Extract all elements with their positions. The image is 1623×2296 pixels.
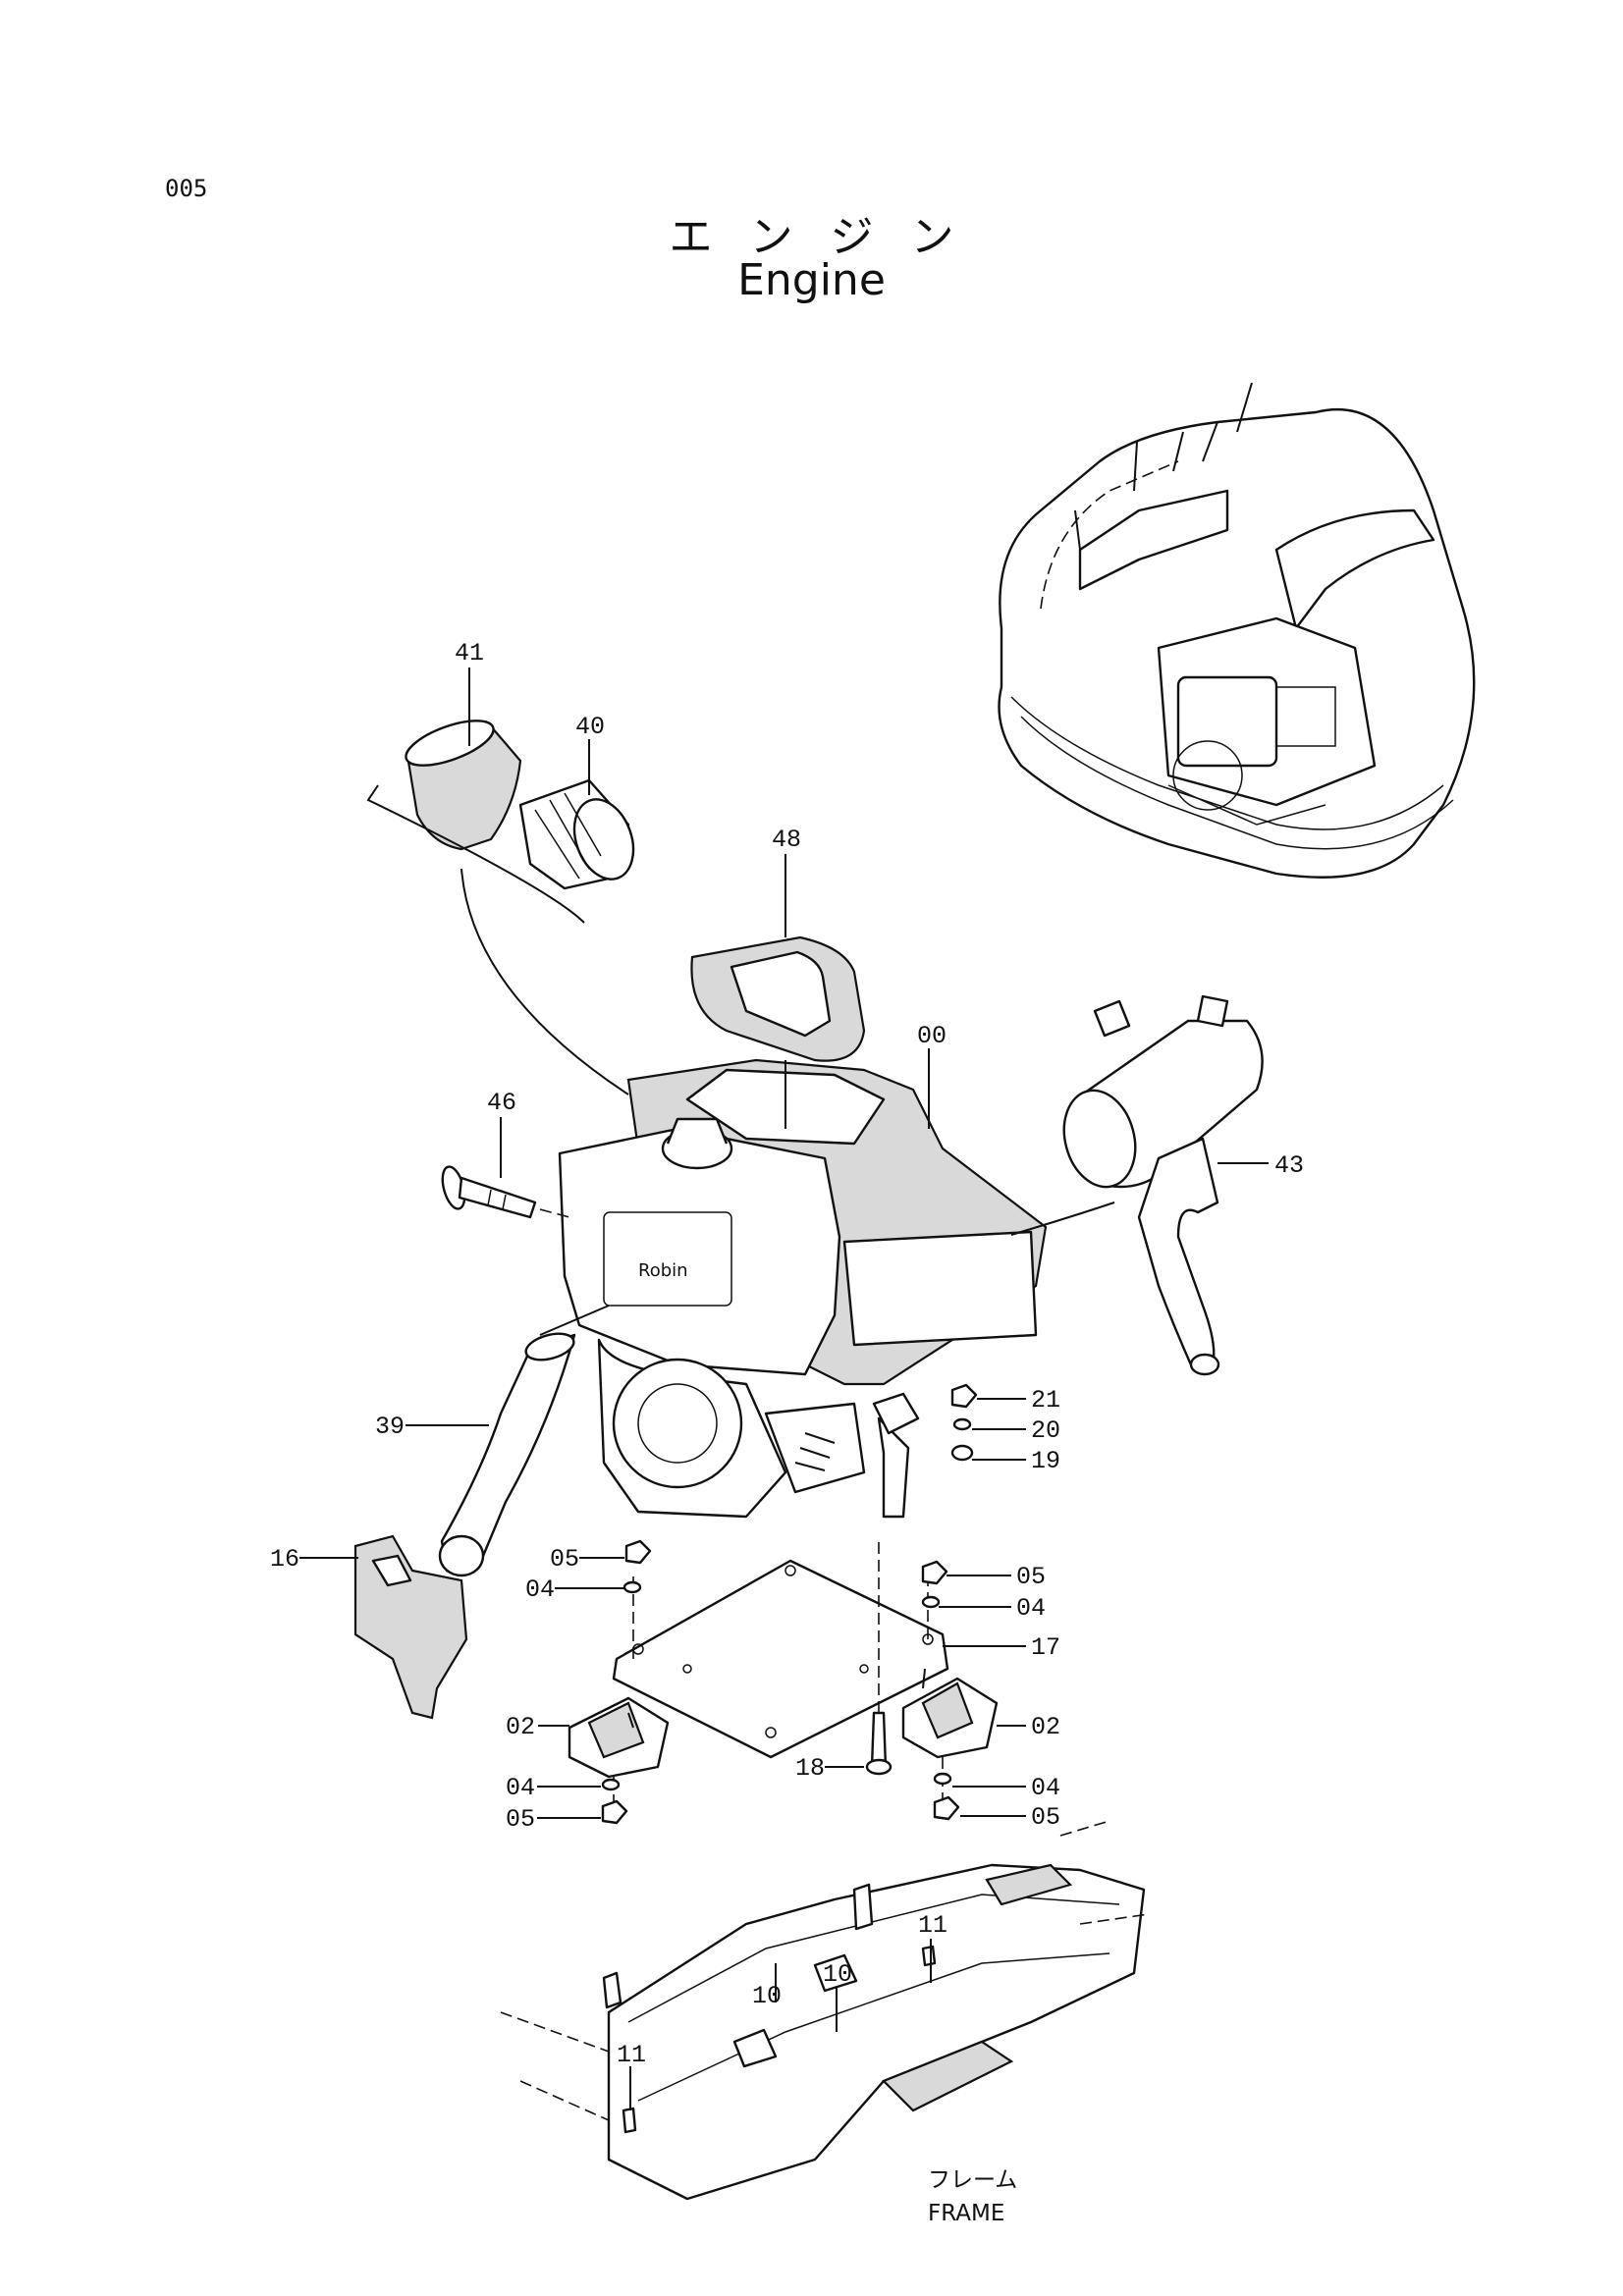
callout-00: 00	[917, 1022, 947, 1050]
callout-02-right: 02	[1031, 1713, 1060, 1741]
callout-18: 18	[795, 1754, 825, 1783]
callout-04-lower-right: 04	[1031, 1774, 1060, 1802]
part-41-air-cleaner-cover	[405, 720, 522, 851]
callout-05-lower-right: 05	[1031, 1803, 1060, 1832]
callout-04-upper-right: 04	[1016, 1594, 1046, 1623]
callout-05-upper-left: 05	[550, 1545, 579, 1574]
frame-illustration	[500, 1820, 1150, 2201]
callout-10-left: 10	[752, 1982, 782, 2010]
svg-text:Robin: Robin	[638, 1260, 688, 1281]
callout-48: 48	[772, 826, 801, 854]
part-02-mount-left	[568, 1696, 670, 1779]
callout-05-lower-left: 05	[506, 1805, 535, 1834]
part-16-bracket	[353, 1534, 468, 1720]
callout-20: 20	[1031, 1416, 1060, 1445]
title-japanese: エンジン	[669, 212, 992, 262]
title-english: Engine	[737, 255, 886, 305]
callout-39: 39	[375, 1413, 405, 1441]
page-code: 005	[165, 175, 208, 202]
part-02-mount-right	[901, 1668, 999, 1759]
callout-leader-lines	[299, 667, 1269, 2110]
callout-46: 46	[487, 1089, 516, 1117]
air-cleaner-leader-curve	[460, 868, 629, 1095]
callout-05-upper-right: 05	[1016, 1563, 1046, 1591]
part-39-hose	[438, 1305, 610, 1577]
callout-41: 41	[455, 639, 484, 667]
callout-11-left: 11	[617, 2041, 646, 2069]
callout-11-right: 11	[918, 1911, 947, 1940]
air-cleaner-group-bracket	[366, 784, 585, 924]
callout-21: 21	[1031, 1386, 1060, 1415]
callout-19: 19	[1031, 1447, 1060, 1475]
callout-04-upper-left: 04	[525, 1575, 555, 1604]
callout-16: 16	[270, 1545, 299, 1574]
part-18-bolt	[865, 1711, 893, 1776]
callout-02-left: 02	[506, 1713, 535, 1741]
part-48-gasket	[690, 935, 866, 1062]
callout-10-right: 10	[823, 1960, 852, 1989]
part-46-bolt	[441, 1165, 537, 1219]
callout-43: 43	[1274, 1151, 1304, 1180]
frame-label-english: FRAME	[928, 2201, 1004, 2226]
callout-40: 40	[575, 713, 605, 741]
part-40-air-cleaner-element	[518, 778, 635, 890]
frame-label-japanese: フレーム	[928, 2167, 1017, 2193]
part-43-muffler	[1010, 994, 1264, 1376]
callout-04-lower-left: 04	[506, 1774, 535, 1802]
part-00-engine-assembly: Robin	[558, 1058, 1048, 1519]
machine-overview-illustration	[998, 382, 1476, 879]
callout-17: 17	[1031, 1633, 1060, 1662]
nuts-and-washers	[601, 1383, 978, 1825]
